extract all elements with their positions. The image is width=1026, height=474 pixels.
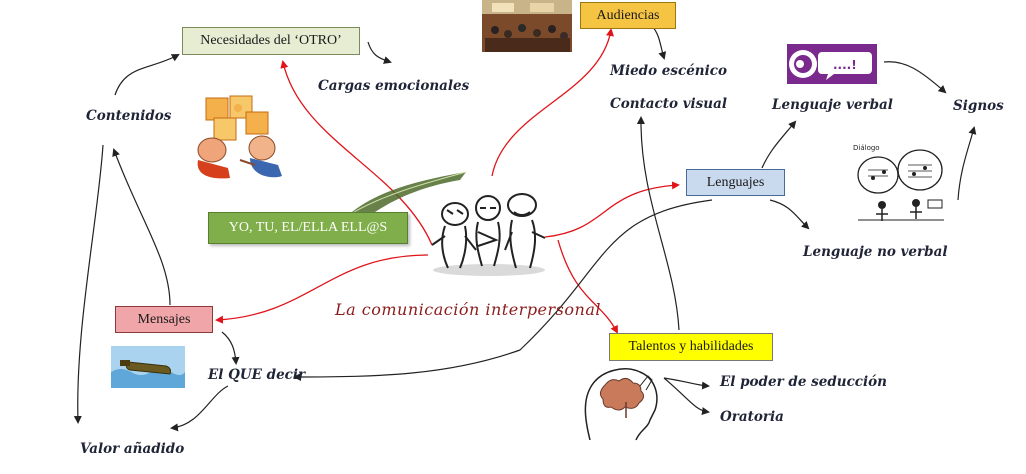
- label-que-decir: El QUE decir: [208, 367, 306, 383]
- label-cargas: Cargas emocionales: [318, 78, 470, 94]
- arrow-talentos-to-seduccion: [663, 377, 710, 390]
- arrow-lenguajes-to-quedecir: [293, 199, 713, 381]
- bottle-in-sea-illustration: [111, 346, 185, 388]
- label-miedo: Miedo escénico: [610, 63, 727, 79]
- box-talentos: Talentos y habilidades: [609, 333, 773, 361]
- people-talking-illustration: [431, 193, 546, 276]
- box-audiencias: Audiencias: [580, 2, 676, 29]
- arrow-mensajes-to-contenidos: [112, 148, 171, 306]
- speech-icon-text: ....!: [833, 58, 857, 72]
- arrow-center-to-talentos: [557, 239, 618, 334]
- label-valor: Valor añadido: [80, 441, 185, 457]
- arrow-contenidos-to-necesidades: [114, 54, 180, 96]
- label-signos: Signos: [953, 98, 1004, 114]
- label-lenguaje-no-verbal: Lenguaje no verbal: [803, 244, 948, 260]
- top-fragment: ...: [88, 0, 99, 3]
- label-oratoria: Oratoria: [720, 409, 784, 425]
- arrow-center-to-mensajes: [215, 254, 429, 324]
- arrow-dialogo-to-signos: [957, 126, 977, 201]
- label-contenidos: Contenidos: [86, 108, 172, 124]
- arrow-contenidos-to-valor: [73, 144, 104, 424]
- label-lenguaje-verbal: Lenguaje verbal: [772, 97, 893, 113]
- arrow-talentos-to-oratoria: [663, 377, 710, 416]
- box-yo-tu: YO, TU, EL/ELLA ELL@S: [208, 212, 408, 244]
- label-seduccion: El poder de seducción: [720, 374, 887, 390]
- dialogo-illustration: Diálogo: [853, 144, 944, 221]
- box-necesidades: Necesidades del ‘OTRO’: [182, 27, 360, 55]
- speech-icon: ....!: [787, 44, 877, 84]
- swoosh-arrow: [352, 172, 466, 214]
- arrow-audiencias-to-miedo: [651, 25, 667, 60]
- arrow-talentos-to-contacto: [636, 116, 680, 331]
- arrow-mensajes-to-quedecir: [221, 331, 240, 365]
- diagram-title: La comunicación interpersonal: [335, 300, 601, 319]
- dialogo-caption: Diálogo: [853, 144, 880, 152]
- arrow-center-to-audiencias: [491, 28, 614, 177]
- arrow-quedecir-to-valor: [170, 385, 229, 432]
- brain-head-illustration: [584, 368, 658, 441]
- audience-photo: [482, 0, 572, 52]
- arrow-necesidades-to-cargas: [367, 41, 392, 64]
- arrow-center-to-lenguajes: [544, 181, 680, 238]
- puzzle-heads-illustration: [197, 95, 282, 179]
- arrow-center-to-necesidades: [280, 60, 433, 246]
- box-lenguajes: Lenguajes: [686, 169, 785, 196]
- label-contacto: Contacto visual: [610, 96, 727, 112]
- arrow-lenguajes-to-noverbal: [769, 199, 810, 230]
- box-mensajes: Mensajes: [115, 306, 213, 333]
- arrow-lenguajes-to-verbal: [761, 120, 797, 169]
- arrow-speech-to-signos: [883, 61, 947, 94]
